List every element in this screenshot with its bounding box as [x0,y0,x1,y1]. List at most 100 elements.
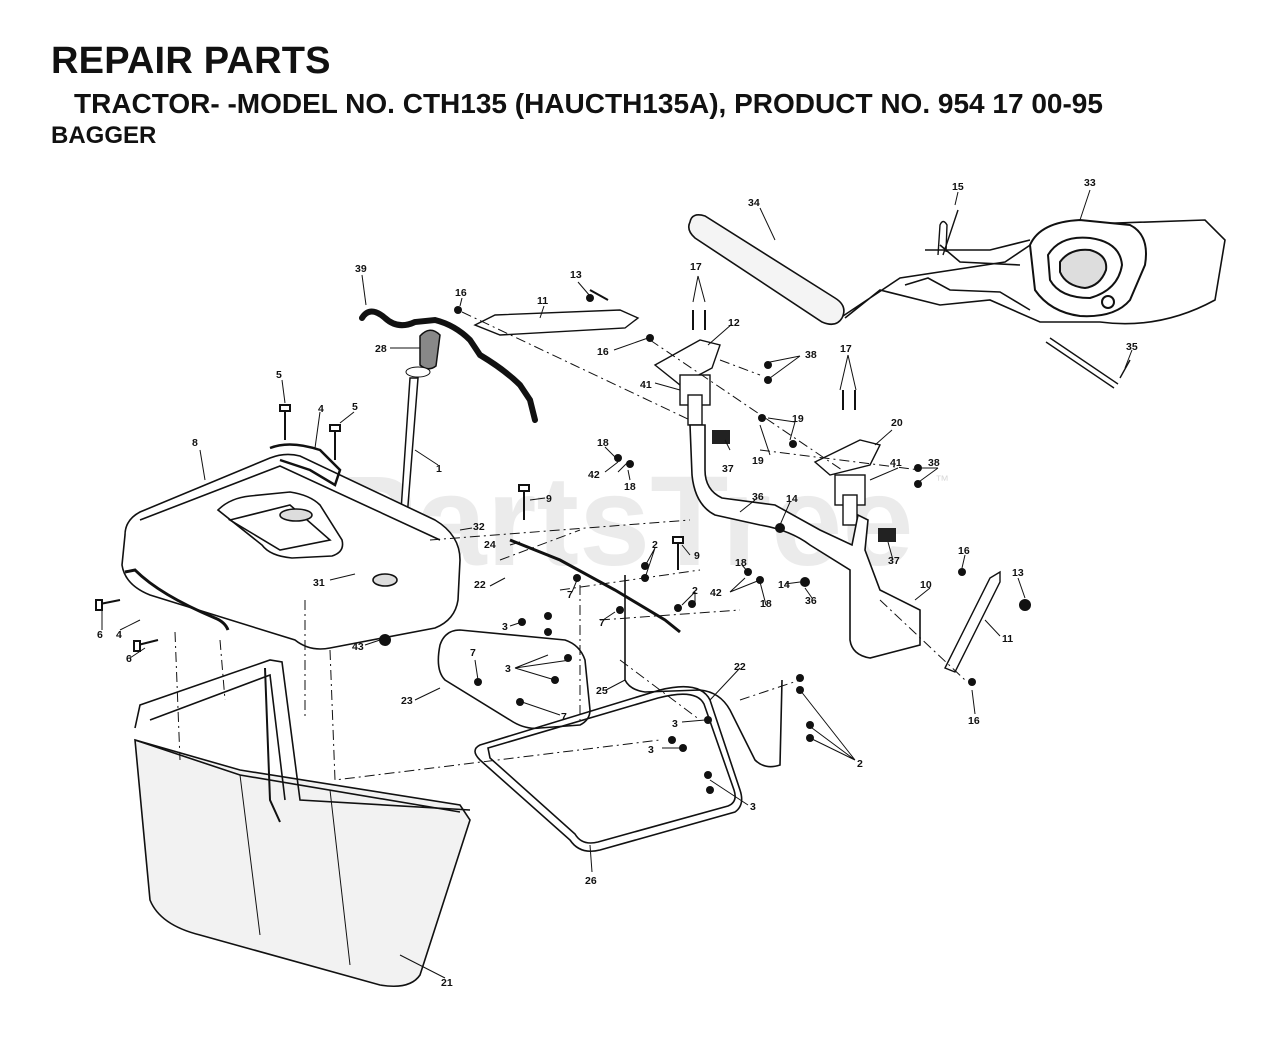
callout-24: 24 [484,539,496,551]
bracket-part-11-lower [944,570,1001,673]
callout-19: 19 [752,455,764,467]
watermark-trademark: ™ [935,472,949,488]
callout-31: 31 [313,577,325,589]
lid-handle-part-4 [124,568,230,631]
bag-frame-part-26 [474,685,743,853]
callout-36: 36 [752,491,764,503]
callout-19: 19 [792,413,804,425]
callout-3: 3 [505,663,511,675]
callout-15: 15 [952,181,964,193]
mount-bracket-part-12 [653,339,721,386]
callout-36: 36 [805,595,817,607]
bracket-part-11-upper [473,309,640,336]
clamp-part-41-right [834,474,866,526]
callout-33: 33 [1084,177,1096,189]
callout-14: 14 [786,493,798,505]
callout-22: 22 [474,579,486,591]
callout-16: 16 [597,346,609,358]
callout-labels: 39 16 11 13 16 17 12 34 15 33 35 28 5 4 … [97,177,1138,989]
callout-7: 7 [561,711,567,723]
callout-11: 11 [1002,633,1013,645]
callout-3: 3 [672,718,678,730]
callout-5: 5 [352,401,358,413]
callout-18: 18 [735,557,747,569]
callout-41: 41 [890,457,902,469]
hitch-pin-part-15 [937,209,959,256]
callout-14: 14 [778,579,790,591]
page-title: REPAIR PARTS [51,40,331,82]
callout-18: 18 [624,481,636,493]
callout-23: 23 [401,695,413,707]
callout-6: 6 [126,653,132,665]
callout-5: 5 [276,369,282,381]
callout-20: 20 [891,417,903,429]
clamp-part-41-left [679,374,711,426]
callout-17: 17 [690,261,702,273]
model-subtitle: TRACTOR- -MODEL NO. CTH135 (HAUCTH135A),… [74,88,1103,119]
grass-bag-part-21 [134,659,471,988]
callout-11: 11 [537,295,548,307]
callout-13: 13 [1012,567,1024,579]
callout-16: 16 [958,545,970,557]
callout-22: 22 [734,661,746,673]
callout-10: 10 [920,579,932,591]
tractor-frame-part-34 [688,214,1226,326]
callout-18: 18 [597,437,609,449]
callout-38: 38 [805,349,817,361]
callout-9: 9 [546,493,552,505]
bolt-hardware [95,289,856,652]
assembly-guide-lines [174,311,966,781]
handle-rod-part-39 [359,308,538,423]
callout-4: 4 [318,403,324,415]
spacer-part-37-left [712,430,730,444]
bagger-lid-part-8 [121,443,461,650]
side-frame-part-10 [689,424,921,659]
callout-42: 42 [588,469,600,481]
callout-7: 7 [470,647,476,659]
callout-38: 38 [928,457,940,469]
callout-7: 7 [567,589,573,601]
callout-1: 1 [436,463,442,475]
bag-frame-part-23 [437,629,591,730]
callout-41: 41 [640,379,652,391]
callout-21: 21 [441,977,453,989]
callout-34: 34 [748,197,760,209]
callout-32: 32 [473,521,485,533]
callout-28: 28 [375,343,387,355]
callout-8: 8 [192,437,198,449]
callout-42: 42 [710,587,722,599]
callout-9: 9 [694,550,700,562]
bag-frame-part-25 [624,575,783,768]
callout-18: 18 [760,598,772,610]
callout-25: 25 [596,685,608,697]
callout-39: 39 [355,263,367,275]
callout-13: 13 [570,269,582,281]
callout-17: 17 [840,343,852,355]
support-rod-part-24 [509,538,681,634]
callout-6: 6 [97,629,103,641]
callout-16: 16 [968,715,980,727]
callout-35: 35 [1126,341,1138,353]
callout-4: 4 [116,629,122,641]
mount-bracket-part-20 [813,439,882,476]
fastener-hardware [379,294,1031,794]
callout-3: 3 [502,621,508,633]
callout-7: 7 [599,617,605,629]
section-title: BAGGER [51,122,157,149]
callout-2: 2 [692,585,698,597]
bracket-part-33 [1028,218,1147,318]
callout-37: 37 [722,463,734,475]
spacer-part-37-right [878,528,896,542]
callout-12: 12 [728,317,740,329]
callout-43: 43 [352,641,364,653]
callout-2: 2 [857,758,863,770]
callout-leader-lines [101,189,1133,979]
hitch-pin-part-35 [1045,337,1131,389]
callout-2: 2 [652,539,658,551]
callout-37: 37 [888,555,900,567]
callout-26: 26 [585,875,597,887]
handle-grip-part-28 [405,329,441,378]
callout-3: 3 [750,801,756,813]
callout-3: 3 [648,744,654,756]
